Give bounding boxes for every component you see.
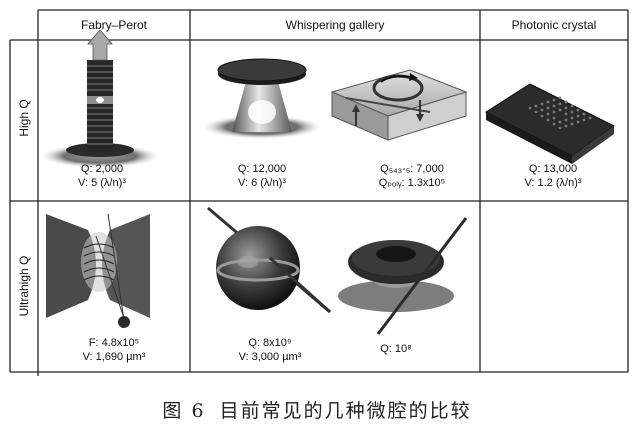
wg-toroid-q-value: Q: 10⁸ [380, 343, 412, 355]
fp-high-v-value: V: 5 (λ/n)³ [78, 177, 126, 189]
pc-high-v-value: V: 1.2 (λ/n)³ [524, 177, 581, 189]
microtoroid-image [338, 217, 468, 335]
photonic-crystal-slab-image [484, 83, 615, 164]
microcavity-comparison-figure: Fabry–Perot Whispering gallery Photonic … [9, 9, 629, 376]
fp-high-q-value: Q: 2,000 [81, 163, 123, 175]
wg-ring-q-poly-value: Qₚₒₗᵧ: 1.3x10⁵ [379, 177, 445, 189]
fp-ultra-f-value: F: 4.8x10⁵ [89, 337, 139, 349]
column-header-whispering-gallery: Whispering gallery [286, 18, 385, 32]
figure-caption-text: 目前常见的几种微腔的比较 [219, 400, 472, 422]
ring-resonator-chip-image [330, 69, 468, 141]
fabry-perot-mirror-pair-image [46, 213, 150, 328]
fp-ultra-v-value: V: 1,690 µm³ [83, 351, 146, 363]
pc-high-q-value: Q: 13,000 [529, 163, 577, 175]
column-header-photonic-crystal: Photonic crystal [512, 18, 597, 32]
wg-disk-q-value: Q: 12,000 [238, 163, 286, 175]
figure-number: 图 6 [162, 400, 206, 422]
wg-disk-v-value: V: 6 (λ/n)³ [238, 177, 286, 189]
column-header-fabry-perot: Fabry–Perot [81, 18, 148, 32]
table-grid [9, 9, 629, 376]
row-header-ultrahigh-q: Ultrahigh Q [17, 256, 31, 317]
wg-sphere-v-value: V: 3,000 µm³ [239, 351, 302, 363]
microsphere-image [207, 206, 332, 314]
wg-sphere-q-value: Q: 8x10⁹ [248, 337, 291, 349]
wg-ring-q-iiiv-value: Q₅₄₃-₅: 7,000 [380, 163, 444, 175]
microdisk-image [202, 58, 322, 139]
figure-caption: 图 6 目前常见的几种微腔的比较 [0, 393, 634, 429]
row-header-high-q: High Q [17, 99, 31, 136]
fabry-perot-pillar-image [40, 29, 160, 168]
